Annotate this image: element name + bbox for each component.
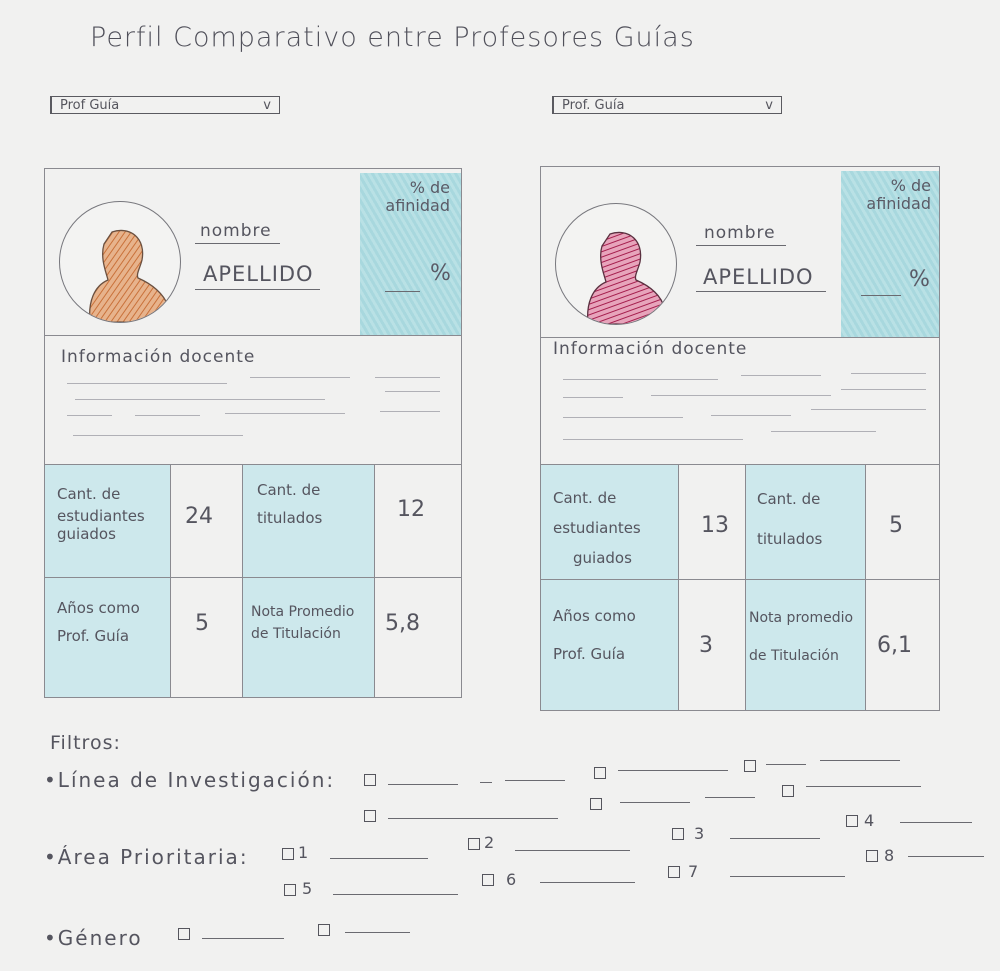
grade-label-line2: de Titulación (749, 648, 839, 664)
person-icon (88, 229, 169, 322)
students-label: Cant. de estudiantes guiados (57, 483, 145, 545)
priority-area-checkbox-7[interactable] (668, 866, 680, 878)
priority-area-checkbox-6[interactable] (482, 874, 494, 886)
grade-label: Nota Promedio de Titulación (251, 601, 354, 645)
years-value: 3 (699, 633, 713, 658)
priority-area-option-7: 7 (688, 862, 699, 881)
students-label-line3: guiados (573, 549, 632, 567)
research-line-checkbox-3[interactable] (744, 760, 756, 772)
affinity-label-line2: afinidad (385, 196, 450, 215)
priority-area-checkbox-3[interactable] (672, 828, 684, 840)
page-title: Perfil Comparativo entre Profesores Guía… (90, 22, 695, 53)
years-label: Años como Prof. Guía (553, 597, 636, 673)
gender-checkbox-1[interactable] (178, 928, 190, 940)
students-label-line1: Cant. de (553, 489, 617, 507)
priority-area-option-2: 2 (484, 833, 495, 852)
grade-label-line2: de Titulación (251, 626, 341, 642)
left-select-label: Prof Guía (60, 97, 120, 113)
affinity-label: % de afinidad (370, 179, 450, 215)
gender-checkbox-2[interactable] (318, 924, 330, 936)
priority-area-option-1: 1 (298, 843, 309, 862)
research-line-checkbox-4[interactable] (364, 810, 376, 822)
priority-area-option-4: 4 (864, 811, 875, 830)
gender-label: •Género (44, 926, 143, 950)
right-select-label: Prof. Guía (562, 97, 625, 113)
graduates-label-line2: titulados (257, 509, 323, 527)
right-professor-card: % de afinidad % nombre APELLIDO Informac… (540, 166, 940, 711)
students-value: 24 (185, 504, 213, 529)
years-label-line1: Años como (57, 599, 140, 617)
graduates-label: Cant. de titulados (757, 479, 822, 559)
priority-area-option-8: 8 (884, 846, 895, 865)
right-professor-select[interactable]: Prof. Guía v (552, 96, 782, 114)
priority-area-checkbox-8[interactable] (866, 850, 878, 862)
years-value: 5 (195, 611, 209, 636)
years-label-line1: Años como (553, 607, 636, 625)
grade-label-line1: Nota promedio (749, 610, 854, 626)
priority-area-checkbox-5[interactable] (284, 884, 296, 896)
priority-area-checkbox-2[interactable] (468, 838, 480, 850)
research-line-label: •Línea de Investigación: (44, 768, 336, 792)
priority-area-checkbox-1[interactable] (282, 848, 294, 860)
years-label: Años como Prof. Guía (57, 597, 140, 647)
students-label-line2: estudiantes (57, 507, 145, 525)
professor-last-name: APELLIDO (703, 265, 814, 289)
priority-area-option-5: 5 (302, 879, 313, 898)
graduates-value: 12 (397, 497, 425, 522)
graduates-label: Cant. de titulados (257, 479, 322, 529)
affinity-label-line1: % de (890, 176, 931, 195)
person-icon (586, 231, 665, 324)
priority-area-label: •Área Prioritaria: (44, 845, 249, 869)
affinity-label: % de afinidad (846, 177, 931, 213)
professor-last-name: APELLIDO (203, 262, 314, 286)
graduates-label-line1: Cant. de (257, 481, 321, 499)
grade-value: 5,8 (385, 611, 420, 636)
students-label-line1: Cant. de (57, 485, 121, 503)
professor-first-name: nombre (704, 223, 776, 243)
priority-area-checkbox-4[interactable] (846, 815, 858, 827)
grade-label-line1: Nota Promedio (251, 604, 355, 620)
teaching-info-title: Información docente (553, 339, 748, 359)
avatar (59, 201, 181, 323)
priority-area-option-6: 6 (506, 870, 517, 889)
avatar (555, 203, 677, 325)
affinity-percent: % (909, 267, 930, 292)
affinity-box (360, 173, 461, 335)
affinity-percent: % (430, 261, 451, 286)
graduates-value: 5 (889, 513, 903, 538)
years-label-line2: Prof. Guía (553, 645, 626, 663)
affinity-box (841, 171, 939, 337)
affinity-label-line2: afinidad (866, 194, 931, 213)
graduates-label-line2: titulados (757, 530, 823, 548)
research-line-checkbox-2[interactable] (594, 767, 606, 779)
professor-first-name: nombre (200, 221, 272, 241)
students-label: Cant. de estudiantes guiados (553, 483, 641, 573)
graduates-label-line1: Cant. de (757, 490, 821, 508)
students-label-line3: guiados (57, 525, 116, 543)
students-label-line2: estudiantes (553, 519, 641, 537)
research-line-checkbox-6[interactable] (782, 785, 794, 797)
teaching-info-title: Información docente (61, 347, 256, 367)
students-value: 13 (701, 513, 729, 538)
affinity-label-line1: % de (409, 178, 450, 197)
priority-area-option-3: 3 (694, 824, 705, 843)
years-label-line2: Prof. Guía (57, 627, 130, 645)
chevron-down-icon: v (263, 97, 271, 113)
research-line-checkbox-5[interactable] (590, 798, 602, 810)
grade-label: Nota promedio de Titulación (749, 599, 853, 675)
left-professor-card: % de afinidad % nombre APELLIDO Informac… (44, 168, 462, 698)
filters-title: Filtros: (50, 732, 121, 754)
left-professor-select[interactable]: Prof Guía v (50, 96, 280, 114)
chevron-down-icon: v (765, 97, 773, 113)
research-line-checkbox-1[interactable] (364, 774, 376, 786)
grade-value: 6,1 (877, 633, 912, 658)
